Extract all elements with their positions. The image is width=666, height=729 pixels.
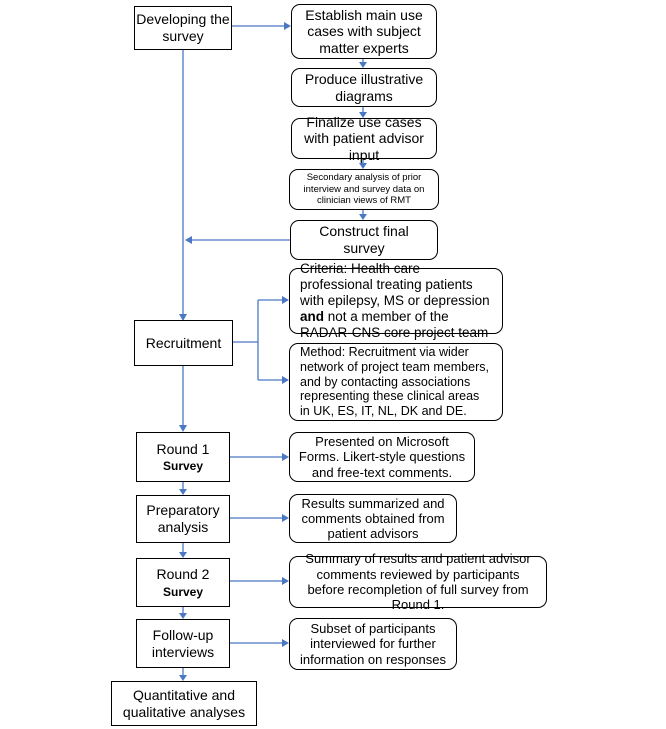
round2-title: Round 2 [156,566,210,583]
arrowhead-to-round1 [179,425,187,432]
detail-presented-forms: Presented on Microsoft Forms. Likert-sty… [289,432,475,482]
detail-finalize-use-cases: Finalize use cases with patient advisor … [291,114,437,163]
arrowhead-to-secondary [359,163,367,169]
arrowhead-to-followup [179,613,187,619]
detail-recruitment-method: Method: Recruitment via wider network of… [289,343,503,421]
stage-round-1: Round 1 Survey [136,432,230,482]
detail-secondary-analysis: Secondary analysis of prior interview an… [289,169,439,210]
arrowhead-to-round2 [179,552,187,558]
round1-sub: Survey [162,459,204,474]
stage-recruitment: Recruitment [134,320,233,366]
arrowhead-to-summary [282,577,289,585]
arrowhead-to-establish [284,22,291,30]
stage-follow-up-interviews: Follow-up interviews [136,619,230,668]
detail-subset-interviewed: Subset of participants interviewed for f… [289,618,457,670]
round2-sub: Survey [162,584,204,599]
arrowhead-to-criteria [282,296,289,304]
round1-title: Round 1 [156,440,210,457]
detail-construct-final-survey: Construct final survey [290,220,438,260]
arrowhead-to-method [282,376,289,384]
arrowhead-to-subset [282,639,289,647]
stage-round-2: Round 2 Survey [136,558,230,607]
arrowhead-to-finalize [359,112,367,118]
arrowhead-to-produce [359,62,367,68]
arrowhead-to-results [282,514,289,522]
arrowhead-to-presented [282,453,289,461]
detail-summary-reviewed: Summary of results and patient advisor c… [289,551,547,612]
stage-developing-survey: Developing the survey [134,6,232,50]
arrowhead-to-final [179,675,187,681]
stage-preparatory-analysis: Preparatory analysis [136,495,230,543]
detail-produce-diagrams: Produce illustrative diagrams [291,68,437,107]
arrowhead-to-spine [185,236,192,244]
detail-results-summarized: Results summarized and comments obtained… [289,494,457,543]
arrowhead-to-preparatory [179,489,187,495]
criteria-text: Criteria: Health care professional treat… [300,261,490,340]
detail-establish-use-cases: Establish main use cases with subject ma… [291,4,437,59]
arrowhead-to-construct [359,214,367,220]
arrowhead-to-recruitment [179,314,187,321]
detail-recruitment-criteria: Criteria: Health care professional treat… [289,261,503,340]
stage-final-analyses: Quantitative and qualitative analyses [111,681,257,726]
